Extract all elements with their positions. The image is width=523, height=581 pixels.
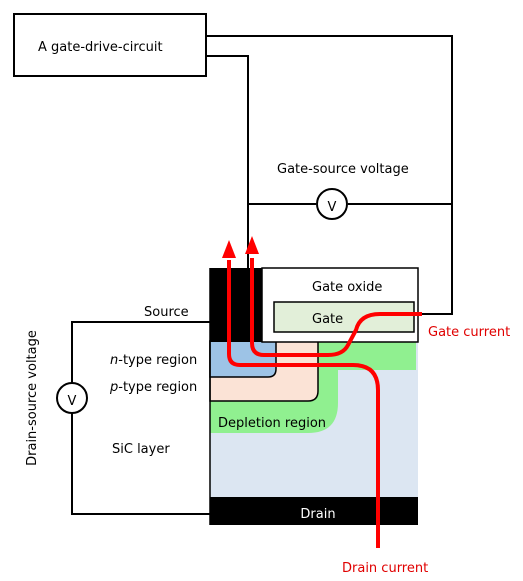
drain-metal (210, 497, 418, 525)
gate-drive-circuit-label: A gate-drive-circuit (38, 40, 163, 55)
gate-oxide-label: Gate oxide (312, 280, 382, 295)
drain-label: Drain (300, 507, 335, 522)
gate-drive-circuit-box (13, 13, 207, 77)
gate-wire-top (206, 35, 453, 315)
sic-layer-label: SiC layer (112, 442, 170, 457)
voltmeter-icon (316, 188, 348, 220)
gate-current-label: Gate current (428, 325, 510, 340)
voltmeter-symbol: V (68, 394, 77, 409)
gate-label: Gate (312, 312, 343, 327)
n-type-region (209, 340, 277, 378)
p-type-region-label: p-type region (109, 380, 197, 395)
drain-current-arrowhead (222, 240, 236, 258)
current-paths (222, 236, 422, 548)
drain-source-voltage-label: Drain-source voltage (25, 330, 40, 466)
gate-current-path (250, 258, 422, 357)
p-type-italic: p (109, 380, 118, 395)
drain-current-path (227, 260, 380, 548)
n-type-rest: -type region (118, 353, 197, 368)
gate-source-voltmeter: V (316, 188, 348, 220)
voltmeter-symbol: V (328, 200, 337, 215)
source-label: Source (144, 305, 189, 320)
ds-wire-top (71, 321, 210, 515)
n-type-region-label: n-type region (110, 353, 197, 368)
n-type-italic: n (110, 353, 118, 368)
gate-current-arrowhead (245, 236, 259, 254)
depletion-region-label: Depletion region (218, 416, 326, 431)
drain-source-voltmeter: V (56, 382, 88, 414)
gate-source-voltage-label: Gate-source voltage (277, 162, 409, 177)
gate-electrode (273, 301, 415, 333)
device-structure (209, 267, 419, 525)
source-wire-top (206, 55, 249, 268)
voltmeter-icon (56, 382, 88, 414)
circuit-wires (13, 13, 453, 515)
drain-current-label: Drain current (342, 561, 428, 576)
p-type-rest: -type region (118, 380, 197, 395)
